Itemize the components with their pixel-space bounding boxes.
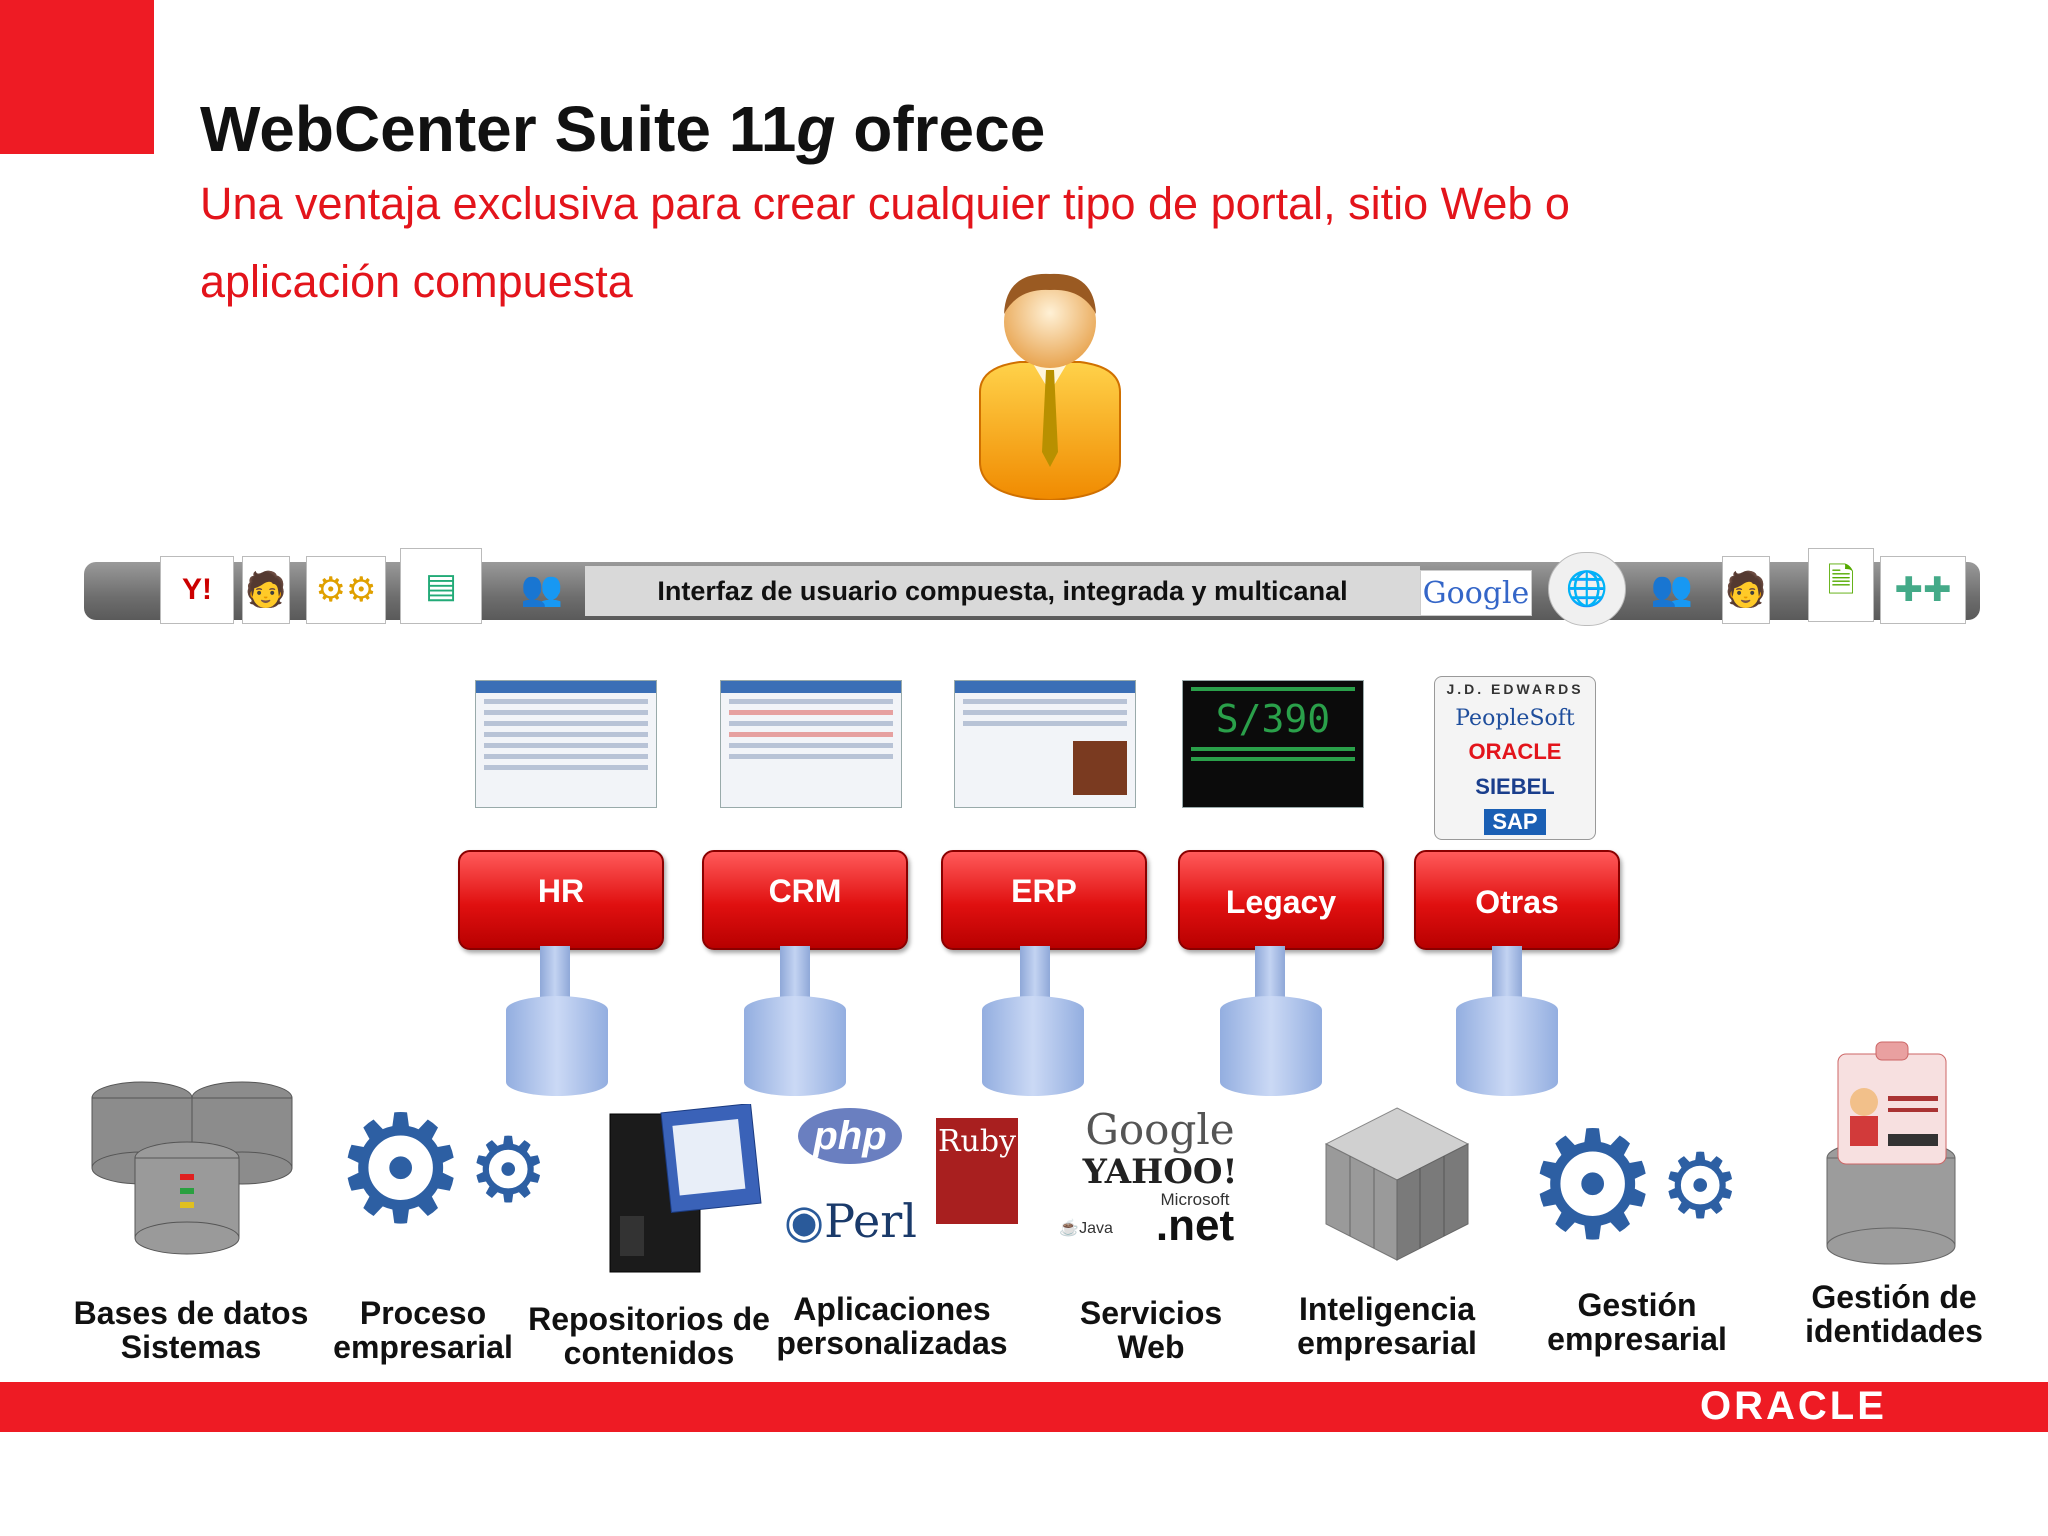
legacy-terminal-screenshot: S/390 [1182,680,1364,808]
content-repository-server-icon [609,1104,762,1273]
erp-app-screenshot [954,680,1136,808]
app-hr: HR [458,850,664,950]
users-icon: 👥 [520,570,564,608]
user-icon [979,273,1121,500]
data-cylinder [1220,996,1322,1096]
app-crm: CRM [702,850,908,950]
user-icon: 🧑 [242,556,290,624]
php-logo: php [798,1108,902,1164]
ruby-logo: Ruby [936,1118,1018,1224]
page-title: WebCenter Suite 11g ofrece [200,93,1046,165]
java-logo: ☕Java [1059,1220,1113,1237]
microsoft-logo: Microsoft [1160,1190,1230,1209]
google-logo: Google [1420,570,1532,616]
gears-icon: ⚙⚙ [306,556,386,624]
peoplesoft-logo: PeopleSoft [1455,705,1575,731]
user-icon: 🧑 [1722,556,1770,624]
database-servers-icon [91,1081,293,1255]
app-erp: ERP [941,850,1147,950]
google-logo: Google [1085,1104,1235,1154]
perl-logo: ◉Perl [784,1194,917,1248]
crm-app-screenshot [720,680,902,808]
rss-icon: ▤ [400,548,482,624]
oracle-logo: ORACLE [1468,739,1562,765]
oracle-footer-logo: ORACLE [1700,1384,1887,1428]
hr-app-screenshot [475,680,657,808]
app-otras: Otras [1414,850,1620,950]
wikipedia-icon: 🌐 [1548,552,1626,626]
data-cylinder [982,996,1084,1096]
users-icon: 👥 [1650,570,1694,608]
business-intelligence-cube-icon [1324,1107,1470,1261]
ui-bar-label: Interfaz de usuario compuesta, integrada… [657,576,1348,606]
subtitle-line-1: Una ventaja exclusiva para crear cualqui… [200,178,1570,229]
puzzle-icon: ✚✚ [1880,556,1966,624]
yahoo-logo: YAHOO! [1082,1152,1238,1192]
data-cylinder [1456,996,1558,1096]
data-cylinder [744,996,846,1096]
gears-icon: ⚙⚙ [1525,1101,1741,1269]
footer-bar [0,1382,2048,1432]
ui-bar-panel [585,566,1420,616]
app-legacy: Legacy [1178,850,1384,950]
gears-icon: ⚙⚙ [333,1085,549,1253]
dotnet-logo: .net [1155,1201,1235,1250]
identity-management-icon [1826,1041,1956,1265]
jdedwards-logo: J.D. EDWARDS [1446,681,1584,698]
sap-logo: SAP [1484,808,1546,835]
siebel-logo: SIEBEL [1475,774,1555,800]
document-icon: 🗎 [1808,548,1874,622]
vendor-logos-panel: J.D. EDWARDS PeopleSoft ORACLE SIEBEL SA… [1434,676,1596,840]
corner-accent [0,0,154,154]
yahoo-messenger-icon: Y! [160,556,234,624]
data-cylinder [506,996,608,1096]
subtitle-line-2: aplicación compuesta [200,256,633,307]
